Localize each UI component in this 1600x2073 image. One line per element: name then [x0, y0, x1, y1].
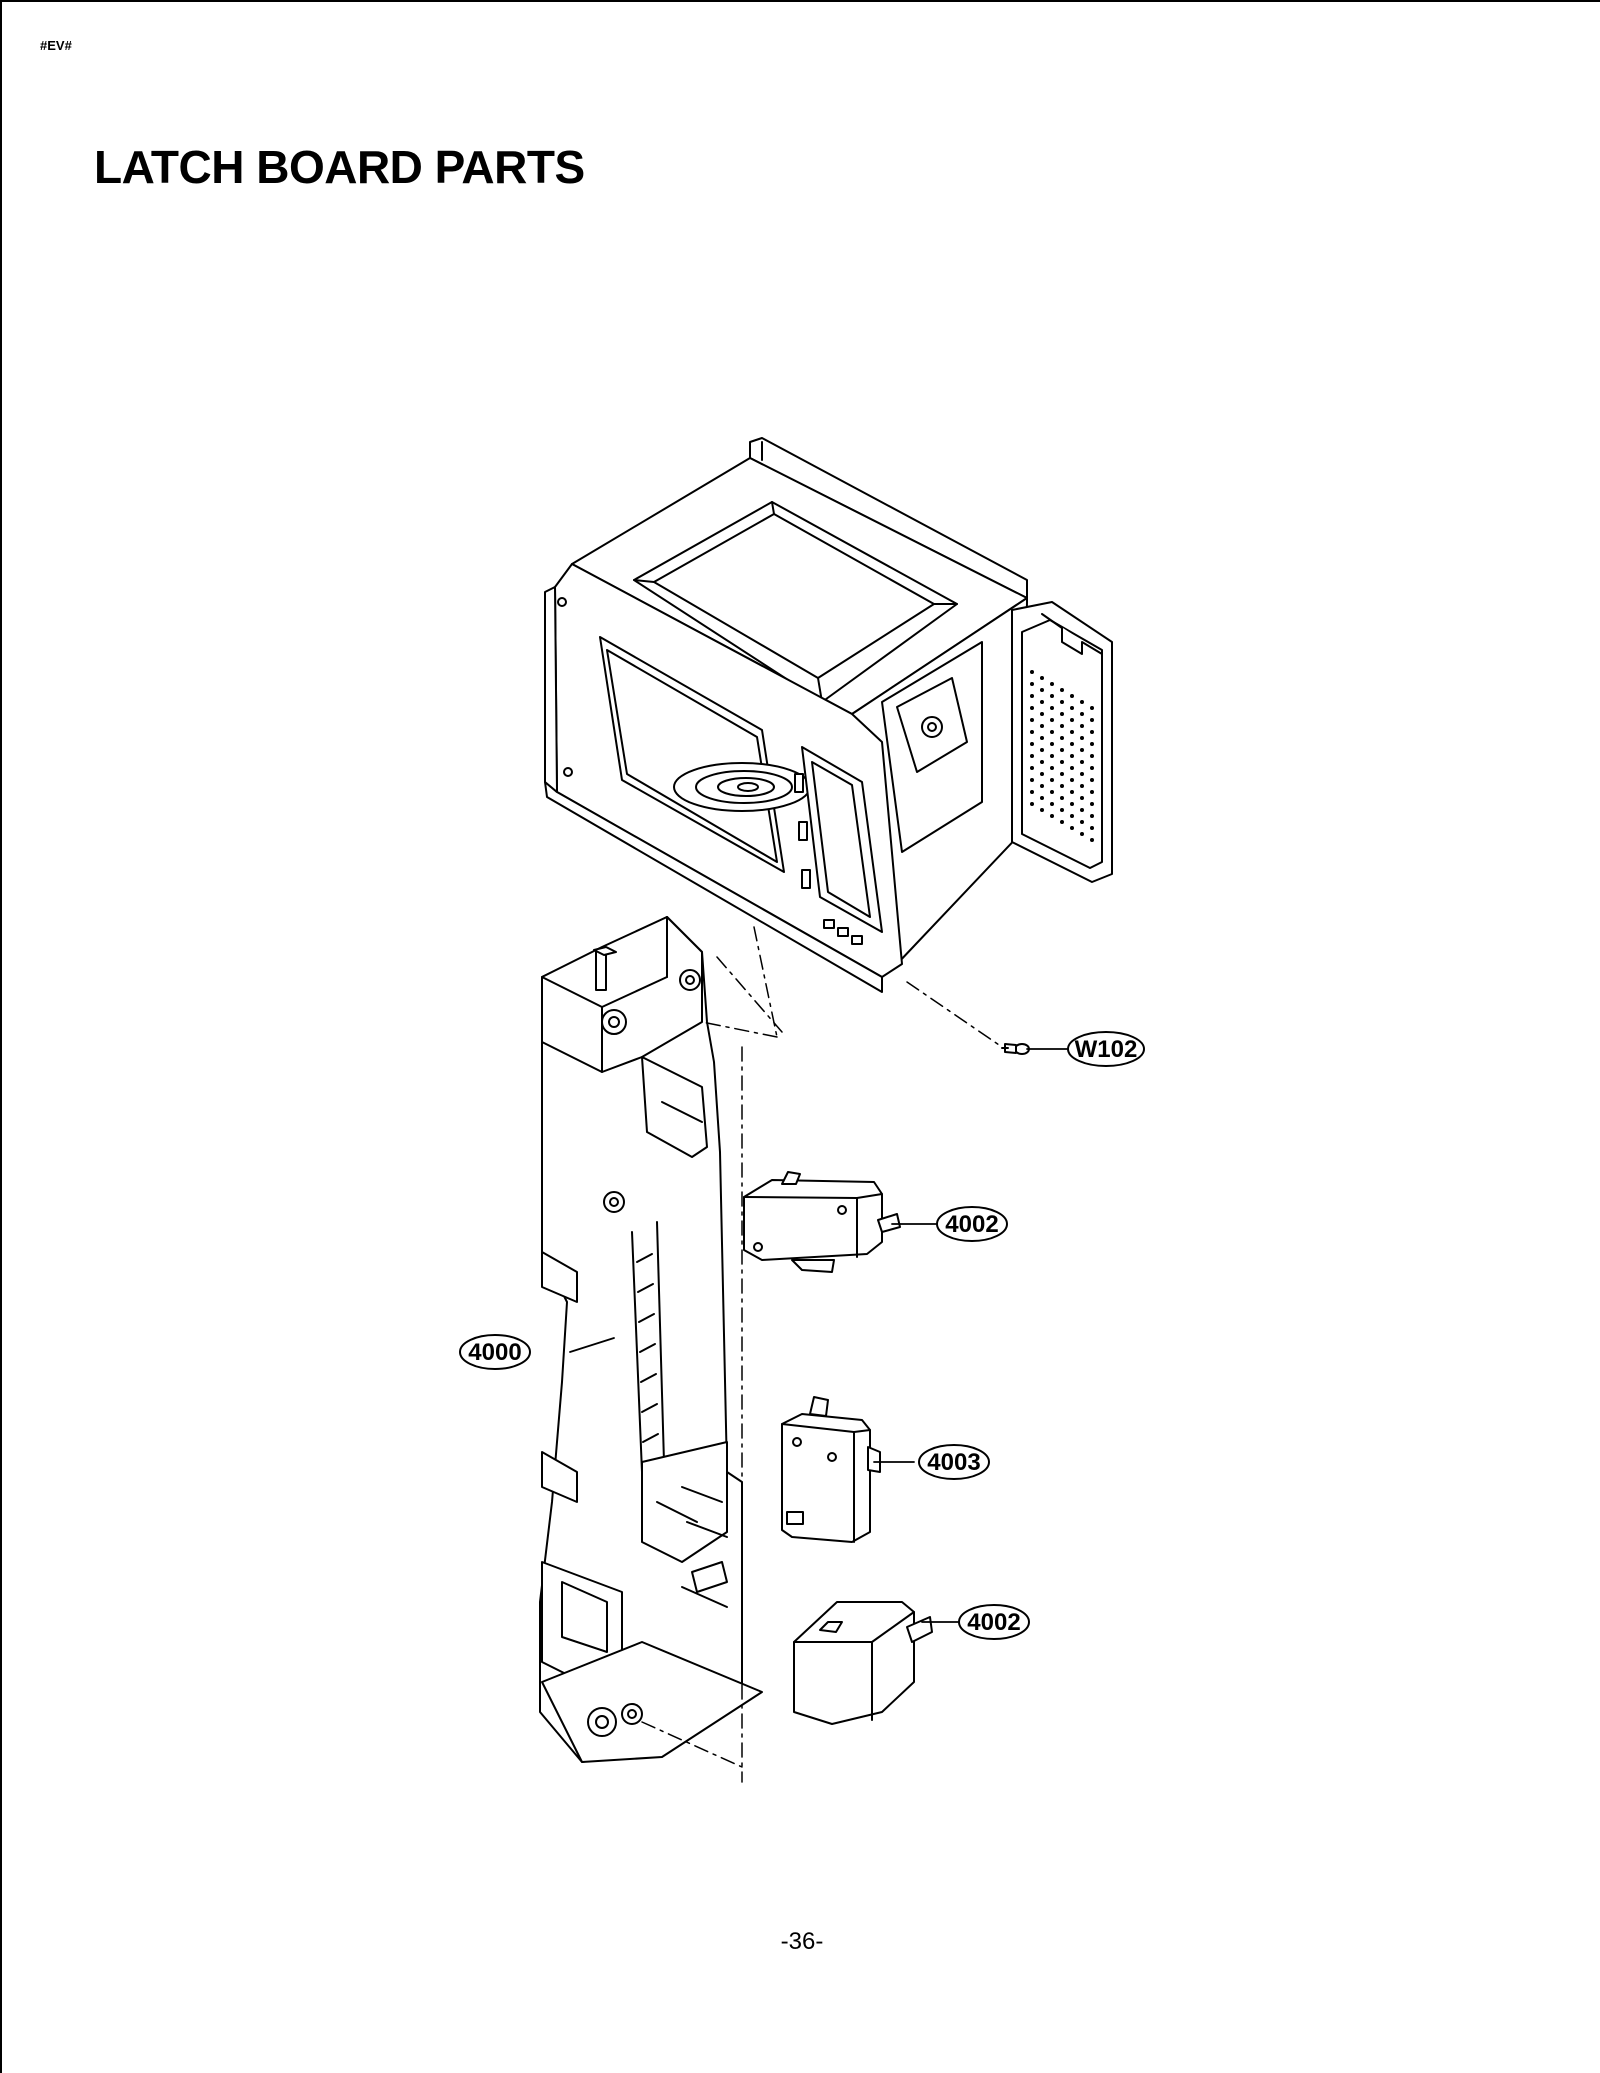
micro-switch-4002-upper: [743, 1171, 901, 1273]
latch-rail-teeth: [636, 1253, 659, 1443]
callout-4000: 4000: [459, 1334, 531, 1370]
callout-4003-text: 4003: [927, 1449, 980, 1476]
micro-switch-4003: [781, 1396, 881, 1543]
callout-4002-upper: 4002: [936, 1206, 1008, 1242]
callout-w102: W102: [1067, 1031, 1145, 1067]
callout-4002-lower-text: 4002: [967, 1609, 1020, 1636]
callout-4000-text: 4000: [468, 1339, 521, 1366]
perforation-grid: [1030, 670, 1094, 842]
callout-4003: 4003: [918, 1444, 990, 1480]
screw-w102: [1001, 1043, 1030, 1055]
callout-4002-upper-text: 4002: [945, 1211, 998, 1238]
latch-board-4000: [539, 916, 763, 1763]
page-number: -36-: [780, 1928, 824, 1955]
callout-leaders: [569, 1048, 1069, 1623]
callout-w102-text: W102: [1075, 1036, 1138, 1063]
page-title: LATCH BOARD PARTS: [94, 141, 585, 193]
explosion-lines: [641, 926, 1003, 1783]
oven-cavity-assembly: [544, 437, 1113, 993]
micro-switch-4002-lower: [793, 1601, 933, 1725]
callout-4002-lower: 4002: [958, 1604, 1030, 1640]
corner-tag: #EV#: [40, 38, 72, 53]
